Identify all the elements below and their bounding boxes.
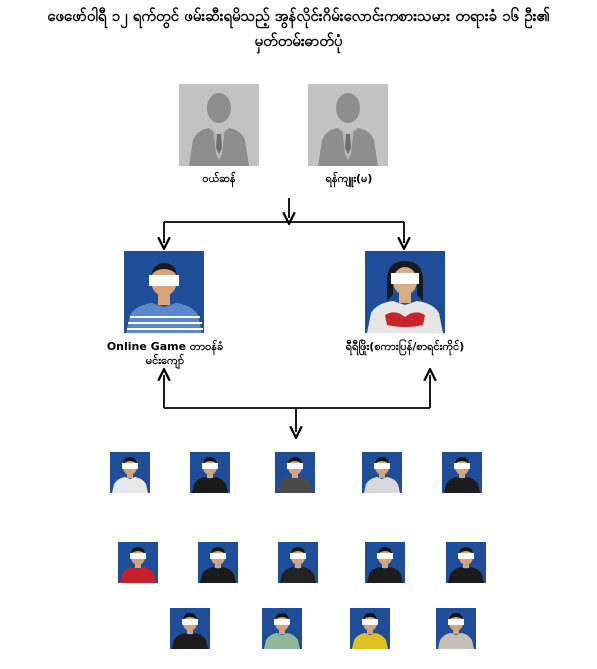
person-placeholder-2 [308, 84, 388, 166]
person-name-1: ဝယ်ဆန် [202, 172, 236, 185]
suspect-photo-leader [124, 251, 204, 333]
person-name-2: ရန်ကျူး(မ) [325, 172, 373, 185]
person-silhouette-icon [308, 84, 388, 166]
group-member-photo [278, 542, 318, 583]
title-line-1: ဖေဖော်ဝါရီ ၁၂ ရက်တွင် ဖမ်းဆီးရမိသည့် အွန… [47, 7, 550, 25]
group-member-photo [362, 452, 402, 493]
group-member-photo [446, 542, 486, 583]
title-line-2: မှတ်တမ်းဓာတ်ပုံ [254, 32, 343, 50]
group-member-photo [110, 452, 150, 493]
group-member-photo [198, 542, 238, 583]
group-member-photo [190, 452, 230, 493]
group-member-photo [118, 542, 158, 583]
page-title: ဖေဖော်ဝါရီ ၁၂ ရက်တွင် ဖမ်းဆီးရမိသည့် အွန… [20, 4, 577, 54]
suspect-photo-interpreter [365, 251, 445, 333]
group-member-photo [350, 608, 390, 649]
group-member-photo [436, 608, 476, 649]
group-member-photo [275, 452, 315, 493]
group-member-photo [170, 608, 210, 649]
group-member-photo [442, 452, 482, 493]
leader-name-line-2: မင်းကျော် [145, 354, 185, 367]
group-member-photo [262, 608, 302, 649]
leader-name-line-1: Online Game တာဝန်ခံ [106, 340, 224, 353]
leader-name: Online Game တာဝန်ခံ မင်းကျော် [105, 340, 225, 368]
person-silhouette-icon [179, 84, 259, 166]
person-placeholder-1 [179, 84, 259, 166]
interpreter-name-line-1: ရီရီဖြိုး(စကားပြန်/စာရင်းကိုင်) [345, 340, 465, 353]
interpreter-name: ရီရီဖြိုး(စကားပြန်/စာရင်းကိုင်) [330, 340, 480, 354]
group-member-photo [365, 542, 405, 583]
